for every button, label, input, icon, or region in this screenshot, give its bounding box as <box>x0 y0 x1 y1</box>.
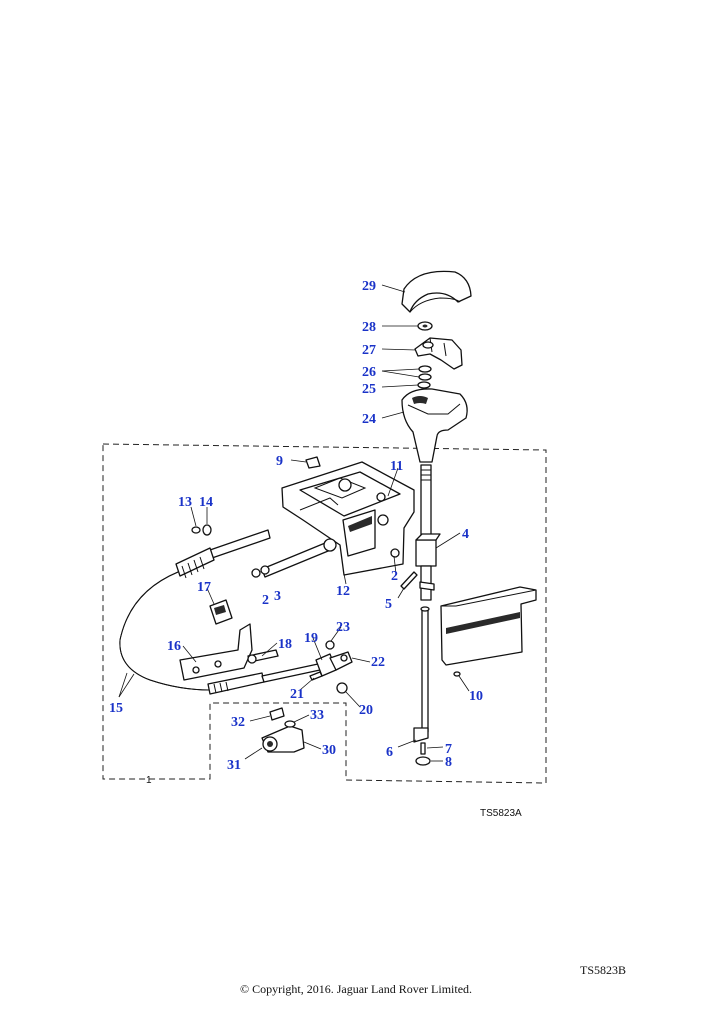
selector-cable <box>119 524 321 695</box>
callout-27: 27 <box>362 343 376 358</box>
sheet-reference: TS5823B <box>580 963 627 977</box>
cross-shaft <box>251 538 400 578</box>
callout-33: 33 <box>310 708 324 723</box>
cable-bracket <box>179 599 279 681</box>
detent-bracket <box>414 337 463 370</box>
callout-22: 22 <box>371 655 385 670</box>
selector-housing <box>281 456 415 576</box>
selector-rod <box>413 606 430 743</box>
gate-plate <box>440 586 537 677</box>
gear-lever-shaft <box>415 464 441 601</box>
leader-lines <box>118 284 470 762</box>
assembly-number: 1 <box>146 775 152 786</box>
callout-16: 16 <box>167 639 181 654</box>
callout-21: 21 <box>290 687 304 702</box>
washers <box>417 365 432 389</box>
callout-4: 4 <box>462 527 469 542</box>
gear-knob <box>401 388 468 463</box>
callout-14: 14 <box>199 495 213 510</box>
pin <box>400 571 418 590</box>
callout-23: 23 <box>336 620 350 635</box>
callout-labels: 29 28 27 26 25 24 9 11 4 13 14 2 12 5 17… <box>109 279 483 773</box>
trunnion <box>309 640 353 694</box>
callout-13: 13 <box>178 495 192 510</box>
clip <box>420 742 426 755</box>
callout-6: 6 <box>386 745 393 760</box>
copyright-notice: © Copyright, 2016. Jaguar Land Rover Lim… <box>239 982 473 996</box>
callout-32: 32 <box>231 715 245 730</box>
callout-9: 9 <box>276 454 283 469</box>
callout-2a: 2 <box>262 593 269 608</box>
callout-17: 17 <box>197 580 211 595</box>
callout-26: 26 <box>362 365 376 380</box>
callout-15: 15 <box>109 701 123 716</box>
callout-31: 31 <box>227 758 241 773</box>
washer-base <box>415 756 431 766</box>
callout-3: 3 <box>274 589 281 604</box>
knob-cap <box>401 270 472 313</box>
callout-10: 10 <box>469 689 483 704</box>
callout-28: 28 <box>362 320 376 335</box>
callout-7: 7 <box>445 742 452 757</box>
assembly-boundary <box>102 443 547 784</box>
callout-25: 25 <box>362 382 376 397</box>
callout-18: 18 <box>278 637 292 652</box>
callout-8: 8 <box>445 755 452 770</box>
callout-5: 5 <box>385 597 392 612</box>
callout-20: 20 <box>359 703 373 718</box>
nut <box>417 321 433 331</box>
callout-11: 11 <box>390 459 403 474</box>
callout-30: 30 <box>322 743 336 758</box>
callout-29: 29 <box>362 279 376 294</box>
drawing-reference: TS5823A <box>480 808 522 819</box>
callout-12: 12 <box>336 584 350 599</box>
callout-24: 24 <box>362 412 376 427</box>
callout-2b: 2 <box>391 569 398 584</box>
clevis-inset <box>261 707 305 753</box>
callout-19: 19 <box>304 631 318 646</box>
